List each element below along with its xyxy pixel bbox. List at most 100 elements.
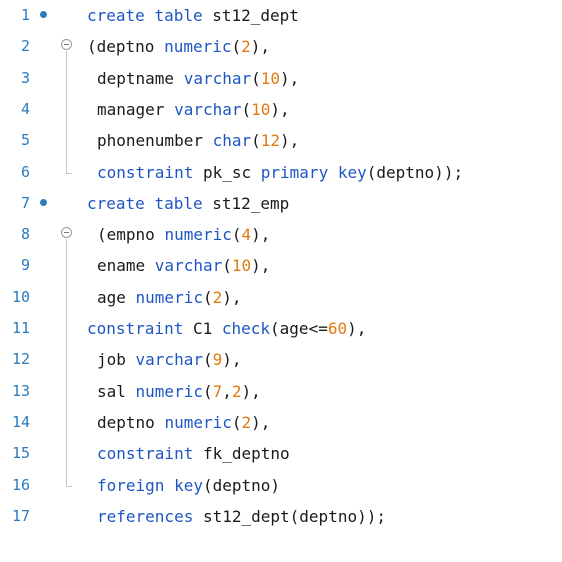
code-token: pk_sc — [193, 162, 261, 182]
code-token — [145, 6, 155, 25]
code-token: ), — [251, 225, 271, 245]
line-number: 8 — [20, 225, 30, 244]
sql-keyword: table — [154, 193, 203, 213]
code-token: ( — [222, 256, 232, 276]
code-token: ), — [251, 256, 271, 276]
sql-keyword: constraint — [97, 162, 194, 182]
statement-marker-icon[interactable] — [40, 11, 47, 18]
code-token: ( — [231, 225, 242, 245]
sql-keyword: varchar — [183, 68, 252, 88]
collapse-fold-icon[interactable] — [61, 39, 72, 51]
code-token — [328, 163, 338, 182]
collapse-fold-icon[interactable] — [61, 227, 72, 239]
sql-keyword: foreign — [97, 475, 165, 495]
code-token: (deptno — [87, 37, 165, 57]
number-literal: 9 — [212, 350, 223, 370]
sql-keyword: numeric — [135, 381, 203, 401]
code-text: create table st12_dept — [87, 0, 299, 31]
code-token: age — [97, 287, 136, 307]
code-token — [145, 194, 155, 213]
code-text: age numeric(2), — [97, 282, 242, 313]
code-token: st12_dept(deptno)); — [193, 506, 386, 526]
code-token: ), — [222, 350, 242, 370]
code-token: (age<= — [270, 319, 328, 338]
number-literal: 10 — [260, 68, 281, 88]
code-text: constraint fk_deptno — [97, 438, 290, 469]
sql-keyword: primary — [260, 162, 329, 182]
code-token: ename — [97, 256, 155, 276]
line-number: 14 — [11, 412, 30, 431]
code-token: , — [222, 381, 232, 401]
number-literal: 10 — [251, 99, 271, 119]
code-token: st12_dept — [202, 6, 299, 25]
code-text: (deptno numeric(2), — [87, 31, 270, 62]
line-number: 15 — [11, 444, 30, 463]
code-line[interactable]: 12 job varchar(9), — [0, 344, 562, 375]
number-literal: 60 — [327, 319, 348, 338]
line-number: 17 — [11, 506, 30, 525]
fold-guide-line — [66, 51, 67, 169]
code-line[interactable]: 8(empno numeric(4), — [0, 219, 562, 250]
code-token: ( — [231, 37, 242, 57]
code-token: job — [97, 350, 136, 370]
code-token: sal — [97, 381, 136, 401]
code-text: foreign key(deptno) — [97, 470, 280, 501]
code-text: job varchar(9), — [97, 344, 242, 375]
code-line[interactable]: 4 manager varchar(10), — [0, 94, 562, 125]
sql-keyword: varchar — [135, 350, 203, 370]
sql-keyword: numeric — [164, 412, 232, 432]
statement-marker-icon[interactable] — [40, 198, 47, 206]
number-literal: 2 — [241, 412, 252, 432]
code-token: manager — [97, 99, 175, 119]
sql-keyword: numeric — [164, 37, 232, 57]
code-token: ), — [270, 99, 290, 119]
fold-end-marker — [66, 480, 72, 487]
sql-keyword: varchar — [174, 99, 242, 119]
code-token: ), — [280, 131, 300, 151]
line-number: 11 — [11, 319, 30, 337]
line-number: 4 — [20, 99, 30, 118]
number-literal: 7 — [212, 381, 223, 401]
fold-end-marker — [66, 167, 72, 174]
sql-keyword: constraint — [97, 444, 194, 464]
code-token: ), — [251, 412, 271, 432]
sql-keyword: key — [174, 475, 203, 495]
code-text: sal numeric(7,2), — [97, 376, 261, 407]
code-token: (empno — [97, 225, 165, 245]
line-number: 12 — [11, 350, 30, 369]
code-token: st12_emp — [202, 193, 290, 213]
code-token: ( — [202, 350, 213, 370]
code-token: (deptno)); — [366, 162, 464, 182]
code-token: ), — [280, 68, 300, 88]
code-line[interactable]: 17 references st12_dept(deptno)); — [0, 501, 562, 532]
sql-keyword: references — [97, 506, 194, 526]
sql-keyword: key — [337, 162, 367, 182]
code-token: ), — [241, 381, 261, 401]
code-token: deptno — [97, 412, 165, 432]
sql-keyword: check — [221, 319, 271, 338]
sql-keyword: table — [154, 6, 203, 25]
code-token: ( — [241, 99, 252, 119]
code-line[interactable]: 2(deptno numeric(2), — [0, 31, 562, 62]
number-literal: 2 — [212, 287, 223, 307]
number-literal: 2 — [241, 37, 251, 57]
code-token: fk_deptno — [193, 444, 290, 464]
sql-keyword: constraint — [87, 319, 184, 338]
code-line[interactable]: 15 constraint fk_deptno — [0, 438, 562, 469]
number-literal: 12 — [260, 131, 281, 151]
code-token: ( — [251, 131, 261, 151]
code-text: ename varchar(10), — [97, 250, 270, 281]
code-token: (deptno) — [202, 475, 281, 495]
